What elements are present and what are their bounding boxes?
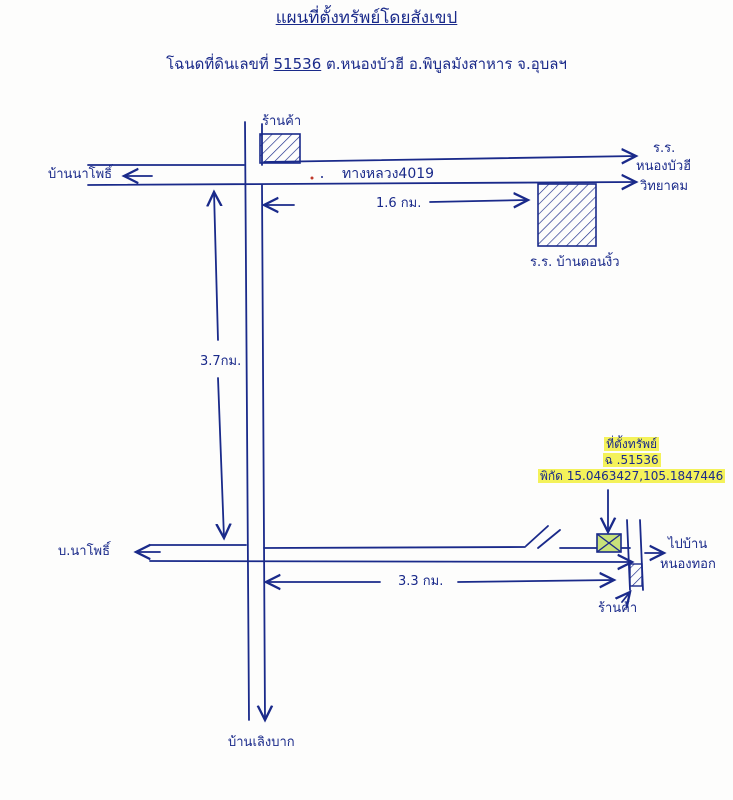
label-ban-na-pho-top: บ้านนาโพธิ์	[48, 167, 113, 182]
bottom-road-bottom-edge	[149, 561, 632, 562]
property-coordinates: พิกัด 15.0463427,105.1847446	[538, 469, 726, 484]
label-nong-bua-hi: หนองบัวฮี	[636, 159, 692, 174]
label-bor-na-pho: บ.นาโพธิ์	[58, 544, 111, 559]
shop-top-building	[259, 133, 301, 164]
label-highway-4019: ทางหลวง4019	[342, 166, 435, 182]
label-dist-3-7km: 3.7กม.	[200, 354, 242, 369]
label-school-don-ngiu: ร.ร. บ้านดอนงิ้ว	[530, 255, 620, 270]
label-to-ban: ไปบ้าน	[668, 537, 708, 552]
highway-dot	[321, 176, 323, 178]
bottom-road-top-edge-right	[263, 546, 526, 549]
label-witthayakhom: วิทยาคม	[640, 179, 689, 194]
label-ban-loeng-bak: บ้านเลิงบาก	[228, 735, 295, 750]
property-deed: ฉ .51536	[602, 453, 661, 468]
side-road-left	[525, 525, 549, 547]
property-marker	[596, 533, 622, 553]
highway-dot	[310, 176, 314, 180]
dim-3-7km-top	[214, 192, 218, 341]
shop-bottom-building	[629, 563, 643, 587]
deed-location: ต.หนองบัวฮี อ.พิบูลมังสาหาร จ.อุบลฯ	[326, 55, 567, 73]
shop-bottom-pointer	[622, 592, 630, 602]
label-rr-top: ร.ร.	[653, 141, 676, 156]
label-shop-bottom: ร้านค้า	[598, 601, 638, 616]
deed-number: 51536	[273, 55, 322, 73]
highway-road-bottom-edge	[87, 182, 636, 185]
vertical-road-left-edge	[244, 121, 250, 721]
dim-3-7km-bottom	[218, 377, 224, 538]
label-dist-1-6km: 1.6 กม.	[376, 196, 422, 211]
vertical-road-right-edge	[262, 184, 265, 720]
deed-prefix: โฉนดที่ดินเลขที่	[166, 55, 269, 73]
label-dist-3-3km: 3.3 กม.	[398, 574, 444, 589]
property-title: ที่ตั้งทรัพย์	[604, 437, 660, 451]
deed-subtitle: โฉนดที่ดินเลขที่ 51536 ต.หนองบัวฮี อ.พิบ…	[0, 52, 733, 76]
dim-1-6km-right	[429, 200, 528, 202]
school-building	[537, 183, 597, 247]
label-nong-thok: หนองทอก	[660, 557, 716, 572]
highway-road-top-edge-right	[263, 156, 636, 162]
page-title: แผนที่ตั้งทรัพย์โดยสังเขป	[275, 8, 458, 28]
side-road-right	[537, 529, 561, 549]
property-info: ที่ตั้งทรัพย์ ฉ .51536 พิกัด 15.0463427,…	[538, 436, 726, 485]
label-shop-top: ร้านค้า	[262, 114, 302, 129]
dim-3-3km-right	[457, 580, 614, 582]
